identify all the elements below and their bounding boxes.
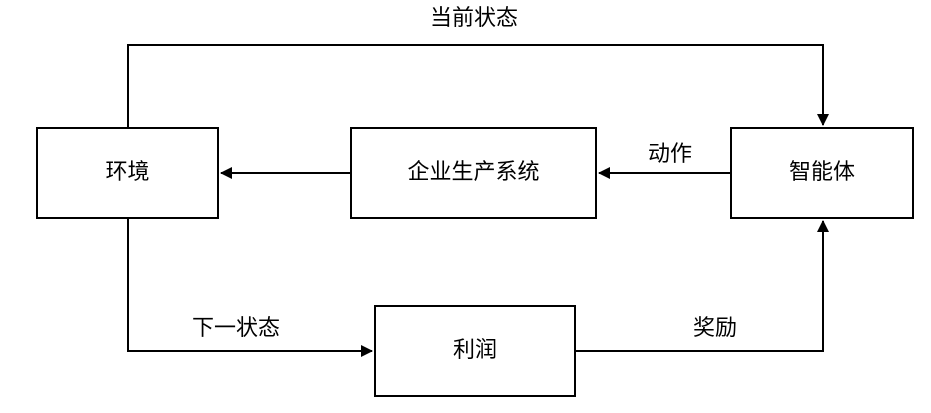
node-agent-label: 智能体: [789, 162, 855, 184]
node-production-system-label: 企业生产系统: [407, 162, 539, 184]
node-agent: 智能体: [730, 127, 914, 219]
edge-label-next-state: 下一状态: [192, 318, 280, 340]
edge-label-reward: 奖励: [693, 318, 737, 340]
edge-label-action: 动作: [648, 144, 692, 166]
node-profit-label: 利润: [453, 340, 497, 362]
edge-label-current-state: 当前状态: [430, 8, 518, 30]
node-environment: 环境: [36, 127, 219, 219]
edge-current-state: [128, 45, 823, 127]
node-environment-label: 环境: [105, 162, 149, 184]
node-profit: 利润: [374, 305, 576, 397]
node-production-system: 企业生产系统: [350, 127, 597, 219]
